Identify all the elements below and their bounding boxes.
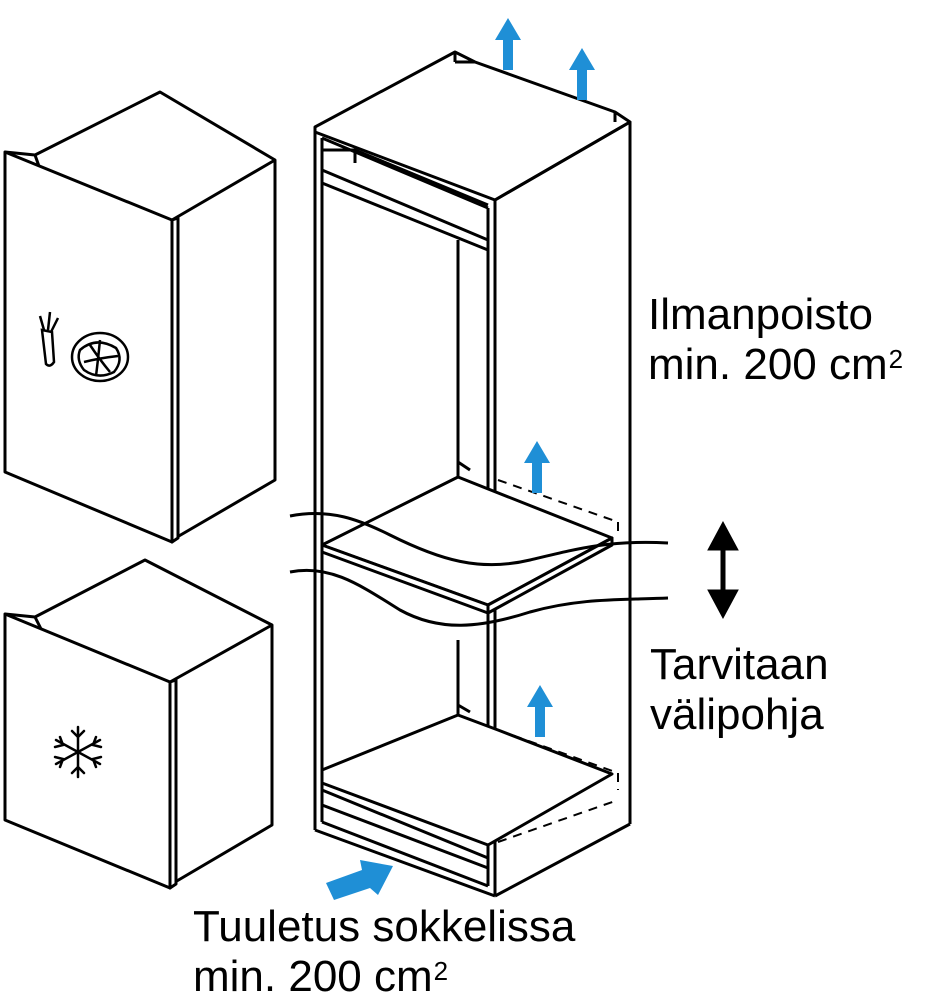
double-arrow-icon <box>707 520 739 620</box>
cabinet-housing <box>313 50 632 898</box>
shelf-label-line2: välipohja <box>650 690 824 739</box>
airflow-arrow-icon <box>569 48 595 100</box>
intake-area-value: min. 200 cm <box>193 952 433 1000</box>
snowflake-icon <box>53 725 103 779</box>
exhaust-area-unit-sup: 2 <box>888 344 904 374</box>
fridge-unit <box>3 90 277 544</box>
break-lines <box>289 512 669 627</box>
intake-label-line2: min. 200 cm2 <box>193 952 575 1000</box>
airflow-arrow-icon <box>527 685 553 737</box>
shelf-label-line1: Tarvitaan <box>650 640 829 689</box>
freezer-unit <box>3 558 274 890</box>
exhaust-label-line1: Ilmanpoisto <box>648 290 874 339</box>
shelf-label: Tarvitaan välipohja <box>650 640 829 740</box>
exhaust-label-line2: min. 200 cm2 <box>648 340 903 390</box>
intake-label: Tuuletus sokkelissa min. 200 cm2 <box>193 902 575 1000</box>
intermediate-shelf <box>320 460 614 615</box>
airflow-arrow-icon <box>326 860 393 900</box>
intake-area-unit-sup: 2 <box>433 956 449 986</box>
intake-label-line1: Tuuletus sokkelissa <box>193 902 576 951</box>
airflow-arrow-icon <box>524 441 550 493</box>
airflow-arrows <box>326 18 595 900</box>
exhaust-label: Ilmanpoisto min. 200 cm2 <box>648 290 903 390</box>
exhaust-area-value: min. 200 cm <box>648 340 888 389</box>
airflow-arrow-icon <box>495 18 521 70</box>
vegetable-icon <box>38 311 130 383</box>
hidden-edges <box>497 479 619 843</box>
